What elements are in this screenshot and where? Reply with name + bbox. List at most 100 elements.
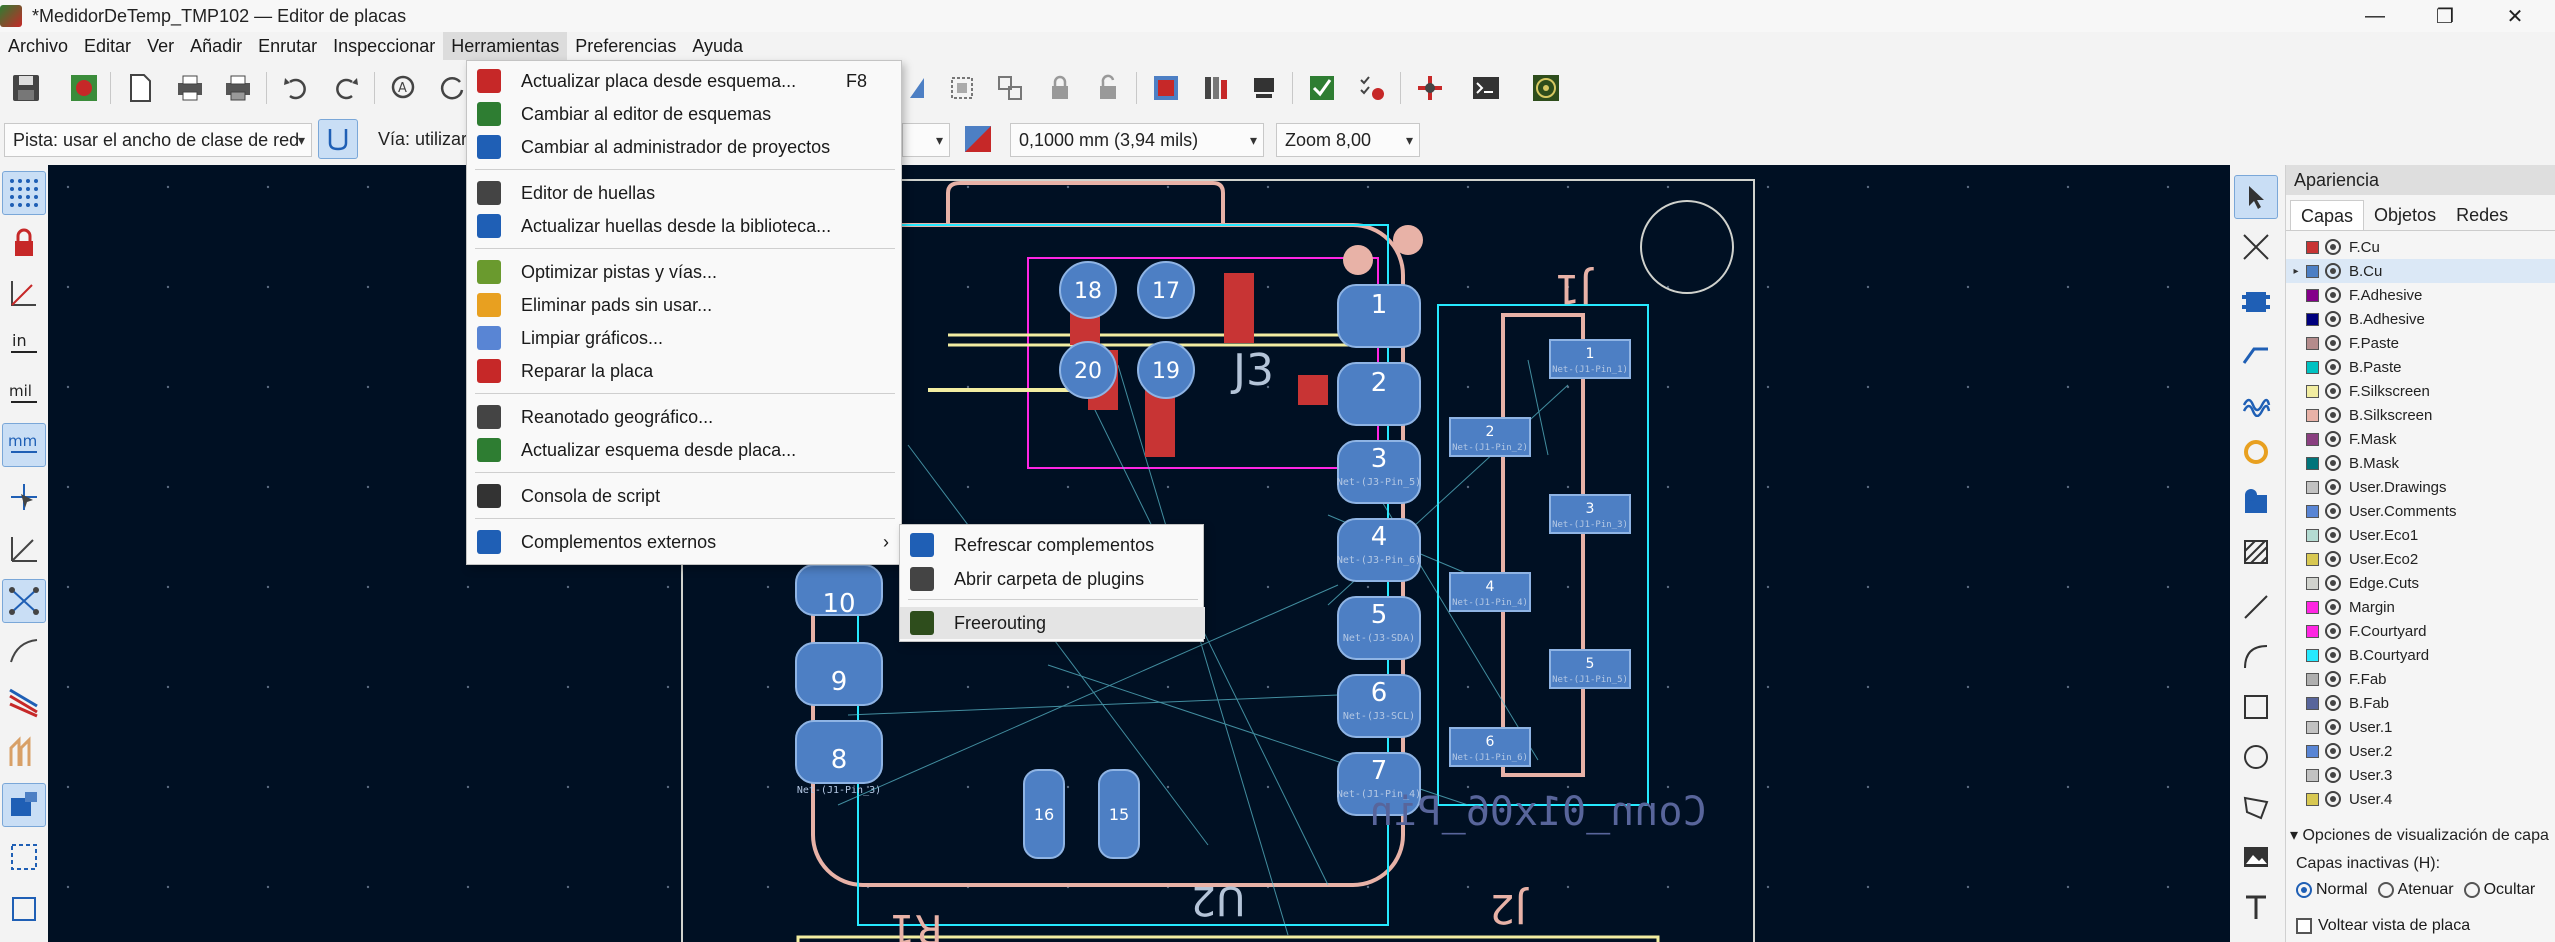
tools-menu-item[interactable]: Actualizar huellas desde la biblioteca..… bbox=[467, 210, 903, 242]
visibility-eye-icon[interactable] bbox=[2325, 311, 2341, 327]
draw-line-button[interactable] bbox=[2234, 585, 2278, 629]
tools-menu-item[interactable]: Reparar la placa bbox=[467, 355, 903, 387]
plugins-submenu-item[interactable]: Abrir carpeta de plugins bbox=[900, 563, 1205, 595]
auto-track-width-button[interactable] bbox=[318, 119, 358, 159]
visibility-eye-icon[interactable] bbox=[2325, 599, 2341, 615]
tab-objetos[interactable]: Objetos bbox=[2374, 205, 2437, 225]
layer-color-swatch[interactable] bbox=[2306, 528, 2319, 542]
tools-menu-item[interactable]: Eliminar pads sin usar... bbox=[467, 289, 903, 321]
layer-color-swatch[interactable] bbox=[2306, 336, 2319, 350]
layer-row[interactable]: F.Courtyard bbox=[2286, 619, 2555, 643]
menu-ver[interactable]: Ver bbox=[147, 36, 175, 56]
visibility-eye-icon[interactable] bbox=[2325, 287, 2341, 303]
close-button[interactable]: ✕ bbox=[2480, 0, 2550, 32]
curved-ratsnest-button[interactable] bbox=[2, 629, 46, 673]
layer-row[interactable]: User.Drawings bbox=[2286, 475, 2555, 499]
layer-row[interactable]: B.Mask bbox=[2286, 451, 2555, 475]
visibility-eye-icon[interactable] bbox=[2325, 455, 2341, 471]
layer-color-swatch[interactable] bbox=[2306, 672, 2319, 686]
pad-fill-button[interactable] bbox=[2, 783, 46, 827]
layer-color-swatch[interactable] bbox=[2306, 384, 2319, 398]
visibility-eye-icon[interactable] bbox=[2325, 695, 2341, 711]
units-mils-button[interactable]: mil bbox=[2, 373, 46, 417]
tools-menu-item[interactable]: Actualizar placa desde esquema...F8 bbox=[467, 65, 903, 97]
add-text-button[interactable] bbox=[2234, 885, 2278, 929]
zoom-select[interactable]: Zoom 8,00▾ bbox=[1276, 123, 1420, 157]
track-width-select[interactable]: Pista: usar el ancho de clase de red▾ bbox=[4, 123, 312, 157]
draw-circle-button[interactable] bbox=[2234, 735, 2278, 779]
angle-constraint-button[interactable] bbox=[2, 527, 46, 571]
layer-row[interactable]: User.Eco2 bbox=[2286, 547, 2555, 571]
visibility-eye-icon[interactable] bbox=[2325, 719, 2341, 735]
plugins-submenu-item[interactable]: Refrescar complementos bbox=[900, 529, 1205, 561]
visibility-eye-icon[interactable] bbox=[2325, 359, 2341, 375]
route-diff-pair-button[interactable] bbox=[2234, 380, 2278, 424]
add-image-button[interactable] bbox=[2234, 835, 2278, 879]
visibility-eye-icon[interactable] bbox=[2325, 647, 2341, 663]
layer-row[interactable]: F.Mask bbox=[2286, 427, 2555, 451]
layer-row[interactable]: Edge.Cuts bbox=[2286, 571, 2555, 595]
tools-menu-item[interactable]: Actualizar esquema desde placa... bbox=[467, 434, 903, 466]
layer-color-swatch[interactable] bbox=[2306, 624, 2319, 638]
layer-color-swatch[interactable] bbox=[2306, 552, 2319, 566]
find-button[interactable]: A bbox=[384, 68, 424, 108]
footprint-library-button[interactable] bbox=[1196, 68, 1236, 108]
menu-herramientas[interactable]: Herramientas bbox=[443, 32, 568, 60]
minimize-button[interactable]: — bbox=[2340, 0, 2410, 32]
tools-menu-item[interactable]: Limpiar gráficos... bbox=[467, 322, 903, 354]
ungroup-button[interactable] bbox=[990, 68, 1030, 108]
page-settings-button[interactable] bbox=[120, 68, 160, 108]
visibility-eye-icon[interactable] bbox=[2325, 263, 2341, 279]
add-footprint-button[interactable] bbox=[2234, 280, 2278, 324]
layer-color-swatch[interactable] bbox=[2306, 768, 2319, 782]
visibility-eye-icon[interactable] bbox=[2325, 743, 2341, 759]
tools-menu-item[interactable]: Cambiar al administrador de proyectos bbox=[467, 131, 903, 163]
ratsnest-button[interactable] bbox=[2, 579, 46, 623]
freerouting-button[interactable] bbox=[1526, 68, 1566, 108]
board-setup-button[interactable] bbox=[64, 68, 104, 108]
flip-view-checkbox[interactable]: Voltear vista de placa bbox=[2296, 917, 2470, 935]
layer-row[interactable]: User.2 bbox=[2286, 739, 2555, 763]
add-via-button[interactable] bbox=[2234, 430, 2278, 474]
visibility-eye-icon[interactable] bbox=[2325, 551, 2341, 567]
visibility-eye-icon[interactable] bbox=[2325, 791, 2341, 807]
lock-grid-button[interactable] bbox=[2, 221, 46, 265]
layer-row[interactable]: F.Silkscreen bbox=[2286, 379, 2555, 403]
menu-editar[interactable]: Editar bbox=[84, 36, 132, 56]
layer-row[interactable]: User.4 bbox=[2286, 787, 2555, 811]
via-size-arrow[interactable]: ▾ bbox=[902, 123, 950, 157]
print-button[interactable] bbox=[170, 68, 210, 108]
layer-row[interactable]: B.Courtyard bbox=[2286, 643, 2555, 667]
track-outline-button[interactable] bbox=[2, 887, 46, 931]
layer-color-swatch[interactable] bbox=[2306, 360, 2319, 374]
display-options-toggle[interactable]: ▾ Opciones de visualización de capa bbox=[2290, 827, 2549, 844]
layer-color-swatch[interactable] bbox=[2306, 240, 2319, 254]
layer-row[interactable]: F.Paste bbox=[2286, 331, 2555, 355]
units-inches-button[interactable]: in bbox=[2, 323, 46, 367]
layer-row[interactable]: F.Cu bbox=[2286, 235, 2555, 259]
route-track-button[interactable] bbox=[2234, 330, 2278, 374]
add-keepout-button[interactable] bbox=[2234, 530, 2278, 574]
tools-menu-item[interactable]: Editor de huellas bbox=[467, 177, 903, 209]
menu-archivo[interactable]: Archivo bbox=[8, 36, 69, 56]
visibility-eye-icon[interactable] bbox=[2325, 623, 2341, 639]
visibility-eye-icon[interactable] bbox=[2325, 239, 2341, 255]
layer-row[interactable]: B.Adhesive bbox=[2286, 307, 2555, 331]
layer-color-swatch[interactable] bbox=[2306, 288, 2319, 302]
tab-capas[interactable]: Capas bbox=[2290, 200, 2365, 230]
layer-row[interactable]: B.Silkscreen bbox=[2286, 403, 2555, 427]
scripting-console-button[interactable] bbox=[1466, 68, 1506, 108]
draw-polygon-button[interactable] bbox=[2234, 785, 2278, 829]
visibility-eye-icon[interactable] bbox=[2325, 503, 2341, 519]
cursor-style-button[interactable] bbox=[2, 475, 46, 519]
menu-inspeccionar[interactable]: Inspeccionar bbox=[333, 36, 436, 56]
units-mm-button[interactable]: mm bbox=[2, 423, 46, 467]
save-button[interactable] bbox=[6, 68, 46, 108]
layer-row[interactable]: User.Comments bbox=[2286, 499, 2555, 523]
layer-row[interactable]: B.Paste bbox=[2286, 355, 2555, 379]
grid-toggle-button[interactable] bbox=[2, 171, 46, 215]
layer-row[interactable]: ▸B.Cu bbox=[2286, 259, 2555, 283]
footprint-viewer-button[interactable] bbox=[1244, 68, 1284, 108]
refresh-button[interactable] bbox=[432, 68, 472, 108]
inactive-hide-radio[interactable]: Ocultar bbox=[2463, 881, 2535, 899]
